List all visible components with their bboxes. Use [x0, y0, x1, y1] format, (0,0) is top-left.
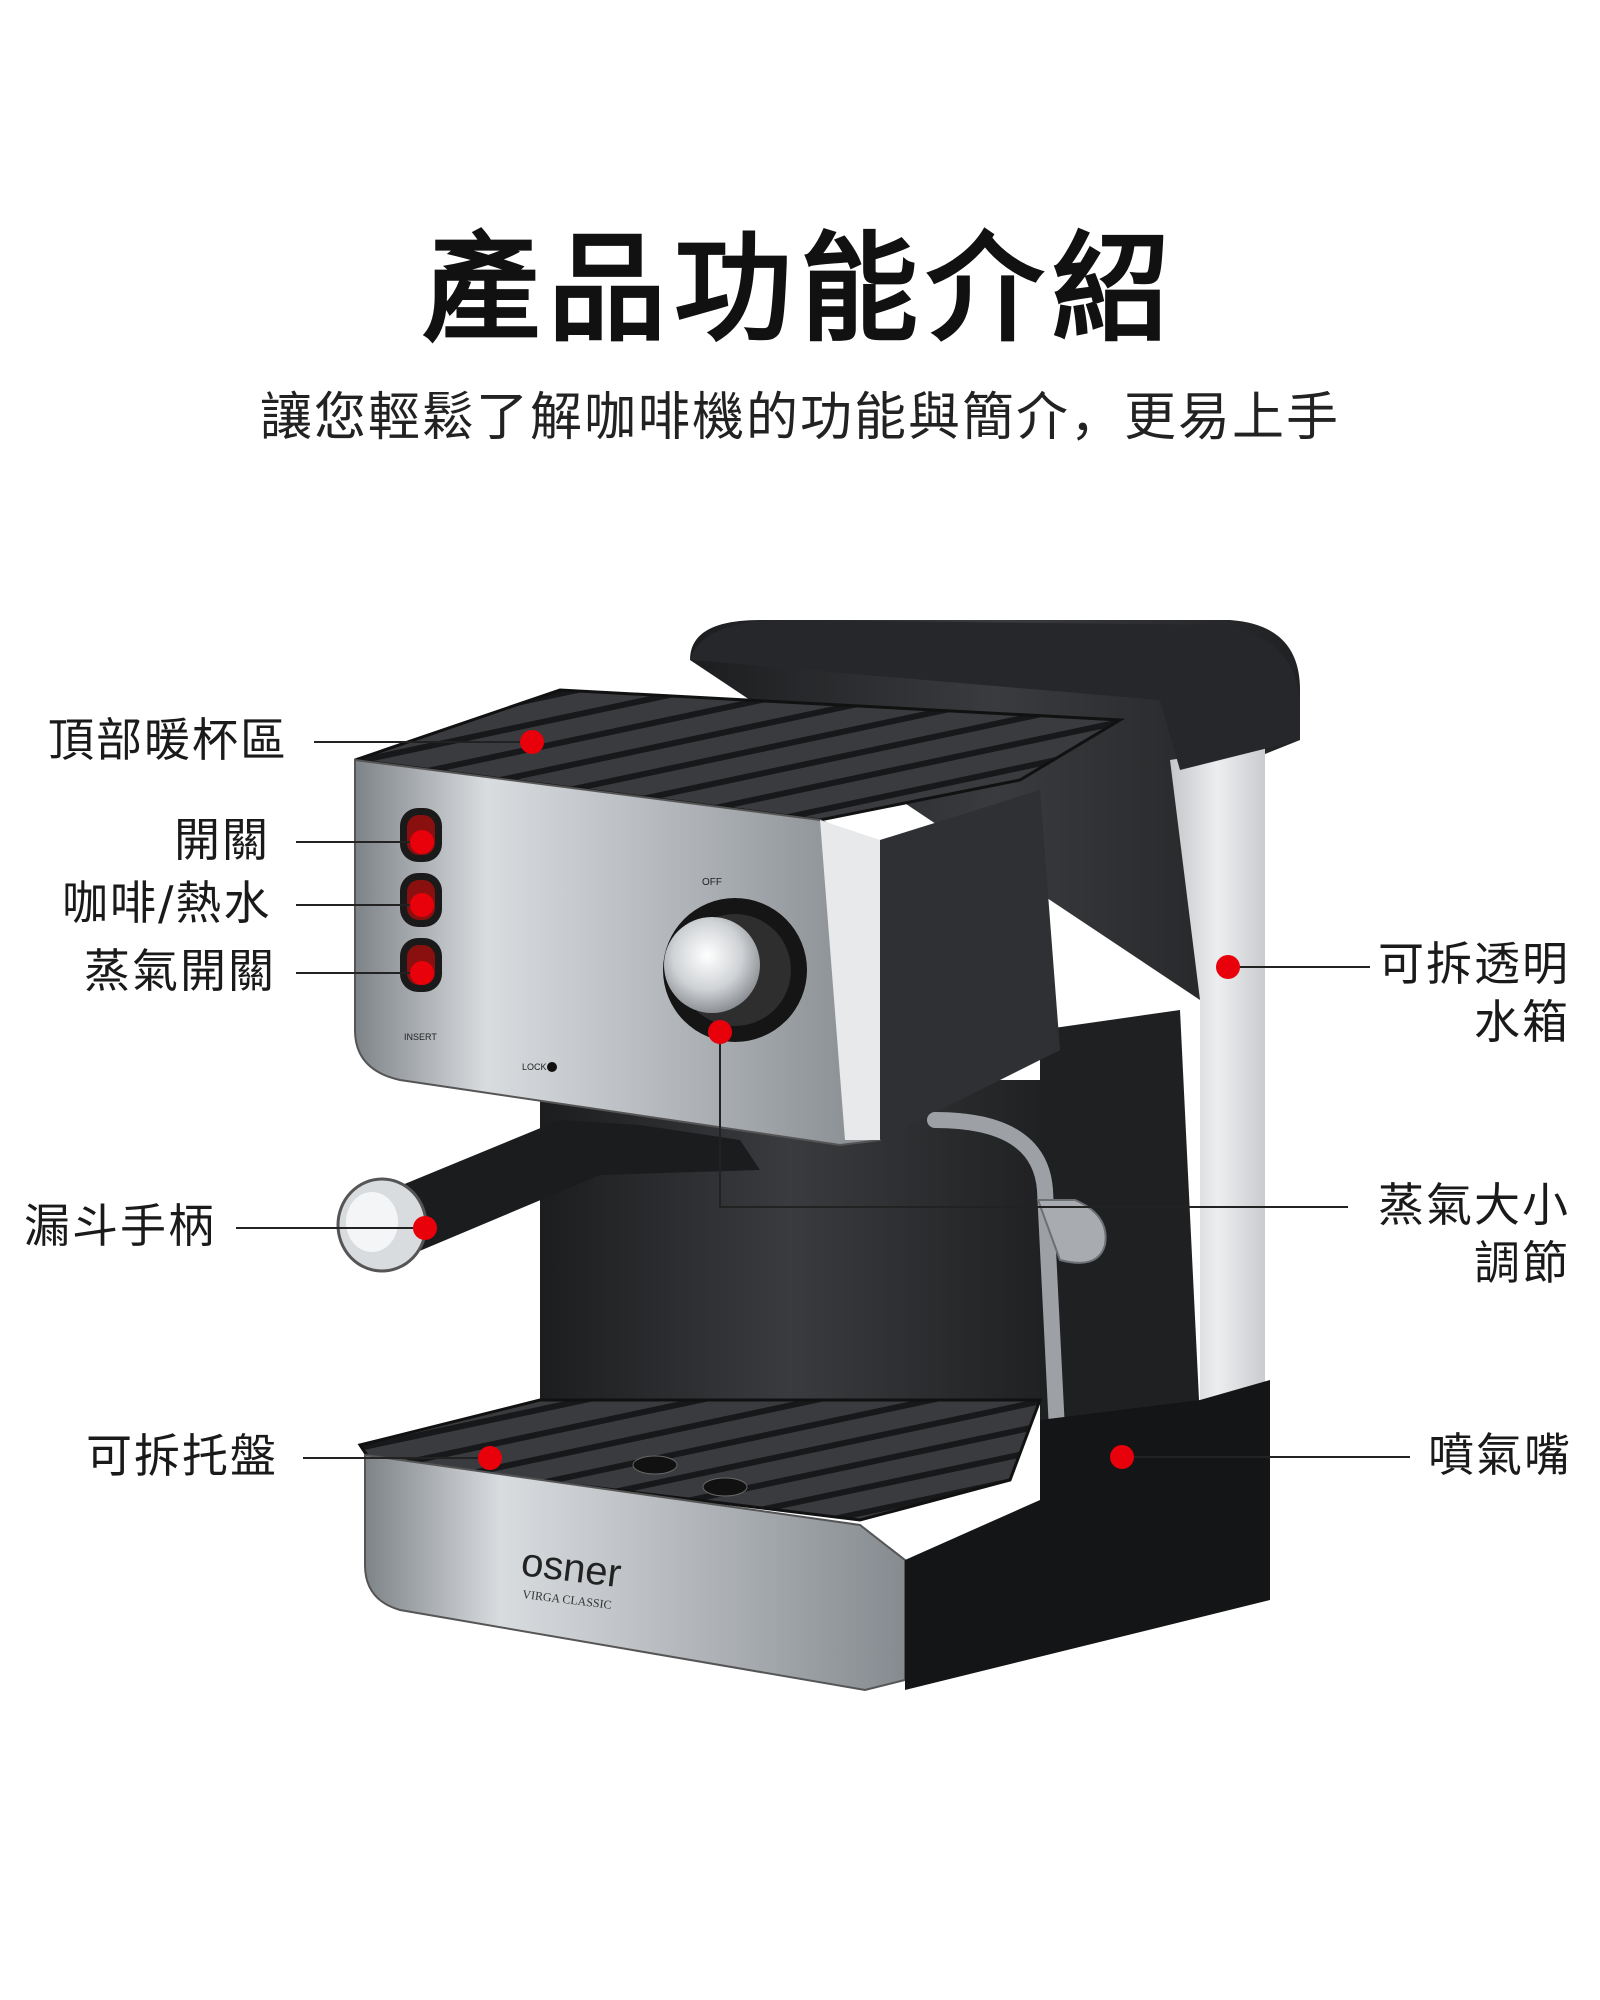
label-portafilter-handle: 漏斗手柄	[24, 1199, 216, 1253]
off-mark: OFF	[702, 877, 722, 888]
label-water-tank: 可拆透明 水箱	[1350, 936, 1570, 1051]
label-steam-knob-line1: 蒸氣大小	[1378, 1178, 1570, 1232]
head-side	[880, 790, 1060, 1140]
label-steam-wand: 噴氣嘴	[1428, 1428, 1572, 1482]
label-steam-knob: 蒸氣大小 調節	[1350, 1177, 1570, 1292]
label-coffee-hot-water: 咖啡/熱水	[62, 876, 272, 930]
marker-water-tank	[1216, 955, 1240, 979]
insert-mark: INSERT	[404, 1032, 437, 1042]
marker-steam-wand	[1110, 1445, 1134, 1469]
marker-steam-knob	[708, 1020, 732, 1044]
steam-knob	[663, 898, 807, 1042]
water-tank	[1170, 745, 1265, 1420]
panel-edge-highlight	[820, 820, 880, 1140]
leader-lines	[236, 741, 1410, 1459]
marker-cup-warmer	[520, 730, 544, 754]
lock-mark: LOCK	[522, 1062, 547, 1072]
top-cover	[690, 620, 1300, 770]
marker-portafilter	[413, 1216, 437, 1240]
marker-power	[410, 830, 434, 854]
callout-markers	[410, 730, 1240, 1470]
body-side	[1040, 1010, 1200, 1420]
label-drip-tray: 可拆托盤	[86, 1429, 278, 1483]
label-water-tank-line1: 可拆透明	[1378, 937, 1570, 991]
leader-steam-knob	[719, 1032, 1348, 1208]
marker-drip-tray	[478, 1446, 502, 1470]
page-subtitle: 讓您輕鬆了解咖啡機的功能與簡介，更易上手	[259, 388, 1340, 448]
marker-coffee	[410, 893, 434, 917]
label-power-switch: 開關	[174, 813, 270, 867]
rear-housing	[690, 620, 1300, 1420]
label-cup-warmer: 頂部暖杯區	[48, 713, 288, 767]
label-water-tank-line2: 水箱	[1474, 994, 1570, 1049]
page-title: 產品功能介紹	[421, 220, 1178, 358]
marker-steam-switch	[410, 961, 434, 985]
label-steam-knob-line2: 調節	[1474, 1235, 1570, 1290]
portafilter	[336, 1120, 760, 1273]
label-steam-switch: 蒸氣開關	[84, 944, 276, 998]
